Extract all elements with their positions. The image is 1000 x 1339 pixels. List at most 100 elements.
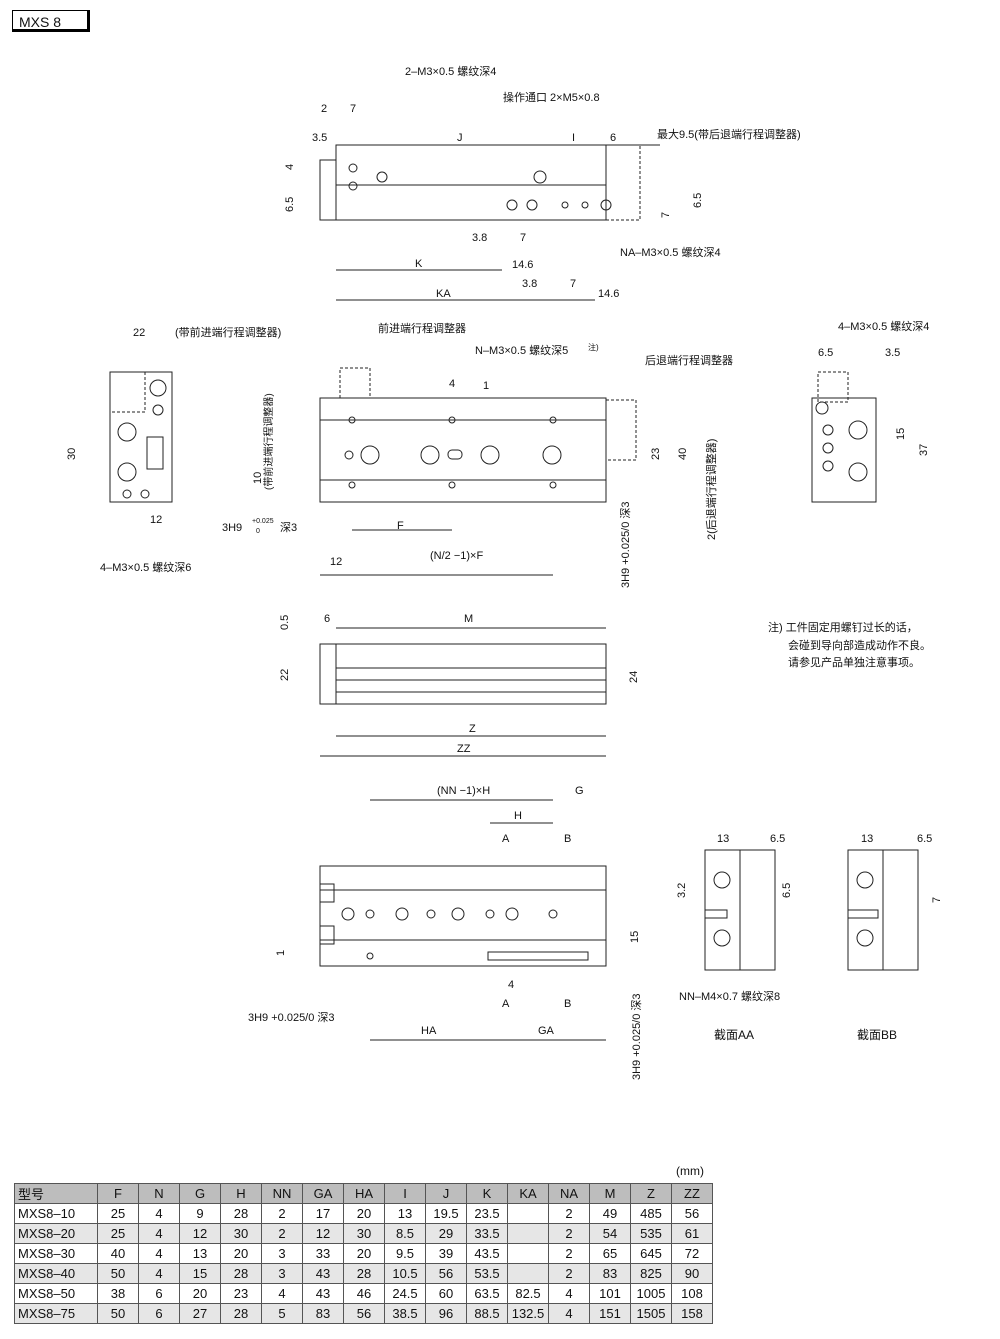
table-cell: 2 [548, 1263, 590, 1284]
end-tap-label: 4–M3×0.5 螺纹深4 [838, 321, 930, 333]
section-bb-label: 截面BB [857, 1028, 898, 1042]
technical-drawing [109, 144, 919, 1041]
tolerance: +0.025 [252, 518, 274, 525]
na-tap-label: NA–M3×0.5 螺纹深4 [620, 247, 721, 259]
table-cell: 13 [384, 1203, 426, 1224]
table-cell: MXS8–10 [14, 1203, 98, 1224]
table-cell: 485 [630, 1203, 672, 1224]
section-mark-B: B [564, 998, 572, 1010]
table-cell: 9 [179, 1203, 221, 1224]
table-cell: 25 [97, 1223, 139, 1244]
pin-hole-label: 3H9 +0.025/0 深3 [248, 1012, 335, 1024]
table-cell: 56 [343, 1303, 385, 1324]
unit-label: (mm) [676, 1164, 704, 1178]
dim: 13 [861, 833, 874, 845]
table-cell: 3 [261, 1263, 303, 1284]
table-cell: 19.5 [425, 1203, 467, 1224]
table-cell: MXS8–40 [14, 1263, 98, 1284]
table-cell: 6 [138, 1303, 180, 1324]
dim: 37 [918, 443, 930, 456]
dim: 4 [284, 163, 296, 170]
table-cell: 4 [138, 1263, 180, 1284]
model-title: MXS 8 [12, 10, 90, 32]
table-cell: 53.5 [466, 1263, 508, 1284]
table-cell: 132.5 [507, 1303, 549, 1324]
m3-tap6-label: 4–M3×0.5 螺纹深6 [100, 562, 192, 574]
table-cell: 9.5 [384, 1243, 426, 1264]
table-cell: 30 [343, 1223, 385, 1244]
dim: 6.5 [917, 833, 933, 845]
table-cell: 82.5 [507, 1283, 549, 1304]
table-cell: 20 [220, 1243, 262, 1264]
dim: 6.5 [284, 196, 296, 212]
table-cell: 17 [302, 1203, 344, 1224]
table-cell: 2 [261, 1223, 303, 1244]
dim: 7 [570, 278, 577, 290]
table-cell: 4 [138, 1203, 180, 1224]
dim: 22 [133, 327, 146, 339]
column-header: KA [507, 1183, 549, 1204]
table-cell: MXS8–30 [14, 1243, 98, 1264]
table-cell: 54 [589, 1223, 631, 1244]
table-cell: 2 [548, 1203, 590, 1224]
column-header: J [425, 1183, 467, 1204]
dim: 7 [660, 211, 672, 218]
dim-I: I [572, 132, 576, 144]
table-cell: 151 [589, 1303, 631, 1324]
column-header: HA [343, 1183, 385, 1204]
dim: 3.5 [885, 347, 901, 359]
table-cell: 30 [220, 1223, 262, 1244]
table-cell: 108 [671, 1283, 713, 1304]
tolerance-zero: 0 [256, 528, 260, 535]
table-cell: 4 [261, 1283, 303, 1304]
dim: 13 [717, 833, 730, 845]
table-cell: 6 [138, 1283, 180, 1304]
column-header: 型号 [14, 1183, 98, 1204]
table-cell: 43 [302, 1263, 344, 1284]
table-cell: 645 [630, 1243, 672, 1264]
section-mark-A: A [502, 998, 510, 1010]
pin-hole-vertical: 3H9 +0.025/0 深3 [631, 993, 643, 1080]
dim: 12 [330, 556, 343, 568]
table-cell: 4 [138, 1243, 180, 1264]
pin-hole-vertical: 3H9 +0.025/0 深3 [620, 501, 632, 588]
table-cell: 72 [671, 1243, 713, 1264]
section-aa-label: 截面AA [714, 1028, 755, 1042]
nn-tap-label: NN–M4×0.7 螺纹深8 [679, 991, 781, 1003]
table-cell: 13 [179, 1243, 221, 1264]
table-cell: 38.5 [384, 1303, 426, 1324]
table-cell: MXS8–20 [14, 1223, 98, 1244]
table-cell: 33.5 [466, 1223, 508, 1244]
table-cell: 20 [343, 1203, 385, 1224]
dim-KA: KA [436, 288, 451, 300]
table-cell: 2 [261, 1203, 303, 1224]
table-cell: 96 [425, 1303, 467, 1324]
dim-J: J [457, 132, 463, 144]
pin-hole-label: 3H9 [222, 522, 243, 534]
dim: 14.6 [598, 288, 620, 300]
table-cell: 33 [302, 1243, 344, 1264]
table-cell: 38 [97, 1283, 139, 1304]
dim: 1 [483, 380, 490, 392]
dim: 7 [931, 896, 943, 903]
table-cell: 4 [138, 1223, 180, 1244]
column-header: ZZ [671, 1183, 713, 1204]
fwd-adjuster-label: 前进端行程调整器 [378, 323, 466, 335]
dim: 6.5 [770, 833, 786, 845]
dim: 6.5 [781, 882, 793, 898]
table-cell: 2 [548, 1243, 590, 1264]
dim: 14.6 [512, 259, 534, 271]
dim: 6 [610, 132, 617, 144]
table-cell: 28 [220, 1263, 262, 1284]
dim: 24 [628, 670, 640, 683]
table-cell: 28 [220, 1303, 262, 1324]
dim: 10 [252, 471, 264, 484]
port-tap-label: 2–M3×0.5 螺纹深4 [405, 66, 497, 78]
column-header: Z [630, 1183, 672, 1204]
with-fwd-vertical: (带前进端行程调整器) [264, 393, 275, 490]
